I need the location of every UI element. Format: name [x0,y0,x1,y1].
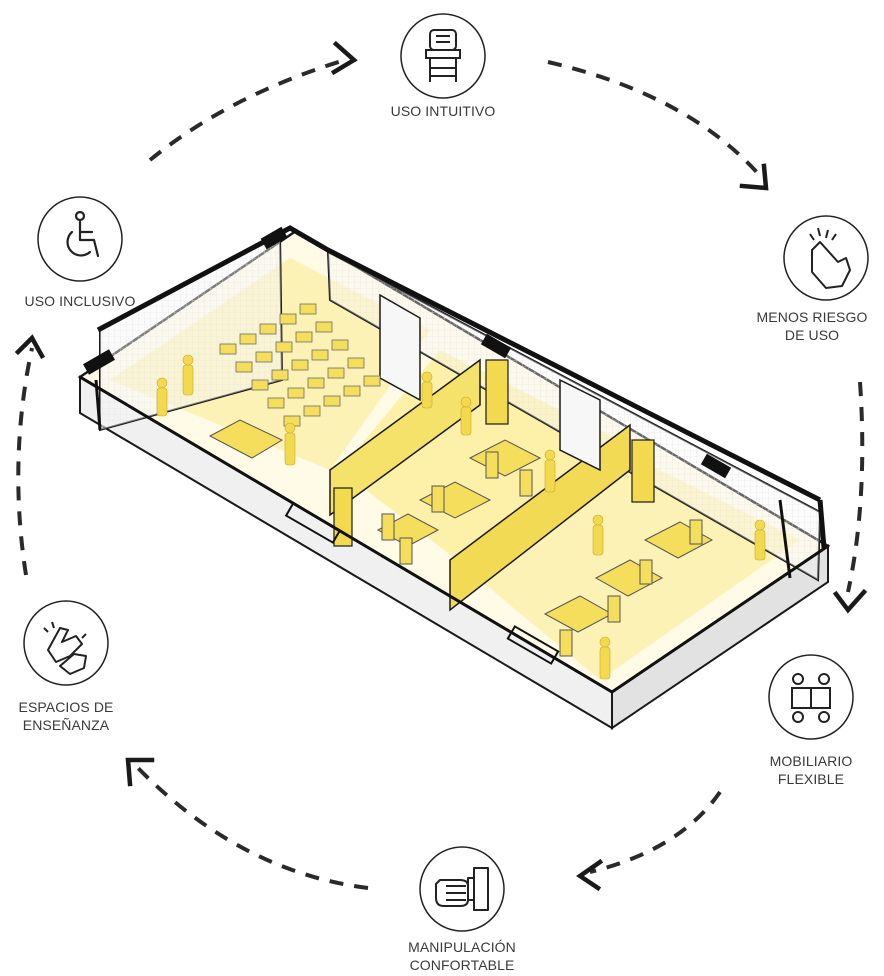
label-manipulacion: MANIPULACIÓN CONFORTABLE [408,939,516,973]
room3-tables [543,519,714,657]
front-column-1 [284,502,342,544]
person-9 [599,636,611,680]
arrowhead-left [14,334,46,360]
arrowhead-top-right [739,163,769,191]
label-espacios: ESPACIOS DE ENSEÑANZA [18,699,114,733]
node-espacios [23,600,109,686]
arrow-mobiliario-to-manipulacion [589,790,722,874]
front-wall [79,375,829,694]
person-4 [421,371,433,409]
hand-push-button-icon [435,867,489,911]
arrow-inclusivo-to-intuitivo [148,58,346,162]
teacher-table [208,419,284,459]
person-7 [592,514,604,556]
arrowhead-right [832,588,868,614]
node-uso-inclusivo [37,196,123,282]
person-1 [182,354,194,396]
people [156,354,766,680]
partition-2 [449,423,631,612]
arrowhead-top-left [330,40,358,76]
door-1 [485,359,509,425]
label-mobiliario: MOBILIARIO FLEXIBLE [769,753,853,787]
node-uso-intuitivo [400,13,486,99]
front-column-2 [506,625,560,665]
outer-wall-back [96,225,822,503]
sign-language-hands-icon [43,621,87,675]
person-5 [460,396,472,436]
room2-tables [376,439,542,565]
outer-wall-right [817,499,827,549]
arrow-intuitivo-to-riesgo [547,60,764,180]
partition-3 [379,293,421,402]
door-2 [631,439,655,503]
arrow-manipulacion-to-espacios [136,766,369,890]
arrowhead-bottom-right [576,858,604,892]
front-wall-inner [94,379,102,431]
label-menos-riesgo: MENOS RIESGO DE USO [756,309,868,343]
right-wall-inner [778,499,792,579]
room1-desks [219,303,381,427]
person-6 [544,449,556,493]
arrow-espacios-to-inclusivo [16,347,34,576]
person-2 [156,377,168,417]
column-left [83,349,115,375]
node-menos-riesgo [783,215,869,301]
node-mobiliario [768,654,854,740]
wheelchair-icon [66,210,100,258]
label-uso-inclusivo: USO INCLUSIVO [24,293,136,309]
arrow-riesgo-to-mobiliario [846,381,865,593]
column-right [700,453,732,479]
node-manipulacion [419,846,505,932]
back-wall-left-fill [100,232,282,430]
arrow-heads [14,40,868,892]
chair-icon [425,29,461,82]
label-uso-intuitivo: USO INTUITIVO [390,103,496,119]
column-mid [480,333,512,359]
person-3 [284,422,296,466]
arrowhead-bottom-left [125,757,155,787]
cycle-arrows [16,58,865,890]
column-top [260,226,288,250]
partition-4 [559,378,601,472]
isometric-classroom-plan [77,225,831,730]
touch-gesture-icon [809,227,851,289]
person-8 [754,519,766,561]
table-chairs-icon [791,673,831,723]
